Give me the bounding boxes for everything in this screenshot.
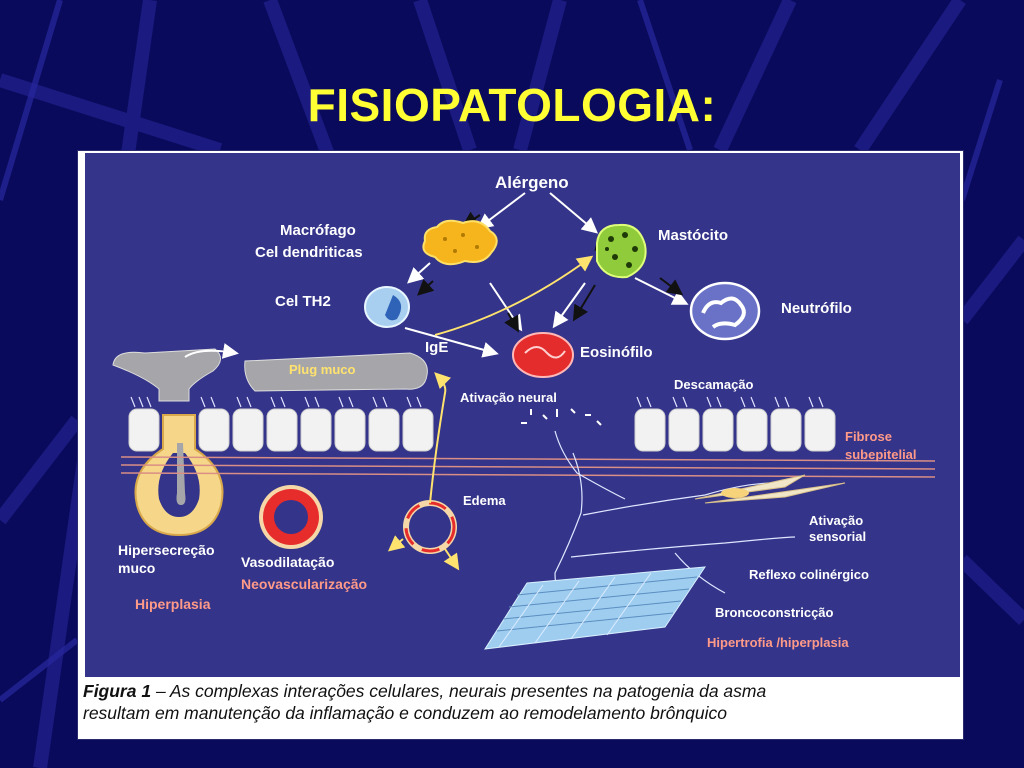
slide-title: FISIOPATOLOGIA: <box>307 79 717 131</box>
caption-line-1: – As complexas interações celulares, neu… <box>151 681 767 701</box>
label-hipersecrecao: Hipersecreção <box>118 542 215 558</box>
eosinofilo-cell <box>512 332 574 378</box>
epithelium-right <box>634 408 836 452</box>
caption-line-2: resultam em manutenção da inflamação e c… <box>83 703 727 723</box>
cilia-left <box>130 396 422 408</box>
label-ativacao-neural: Ativação neural <box>460 390 557 405</box>
epithelium-left <box>128 408 434 452</box>
label-broncoconstriccao: Broncoconstricção <box>715 605 834 620</box>
vessel <box>259 485 323 549</box>
figure-caption: Figura 1 – As complexas interações celul… <box>83 680 958 724</box>
label-plug-muco: Plug muco <box>289 362 356 377</box>
label-ige: IgE <box>425 339 448 356</box>
fibroblast <box>694 474 846 504</box>
label-cel-dendriticas: Cel dendriticas <box>255 244 363 261</box>
mastocito-cell <box>596 223 647 279</box>
plug-muco <box>244 352 428 392</box>
neural-sparks <box>521 408 602 426</box>
cel-th2-cell <box>364 286 410 328</box>
label-reflexo-colinergico: Reflexo colinérgico <box>749 567 869 582</box>
mucus-gland <box>112 348 221 402</box>
figure: Alérgeno Macrófago Cel dendriticas Mastó… <box>77 150 964 740</box>
label-mastocito: Mastócito <box>658 227 728 244</box>
label-hipertrofia: Hipertrofia /hiperplasia <box>707 635 849 650</box>
label-alergeno: Alérgeno <box>495 173 569 192</box>
ige-arrow <box>434 255 594 336</box>
label-neovascularizacao: Neovascularização <box>241 576 367 592</box>
label-ativacao: Ativação <box>809 513 863 528</box>
label-descamacao: Descamação <box>674 377 754 392</box>
label-vasodilatacao: Vasodilatação <box>241 554 334 570</box>
cilia-right <box>636 396 824 408</box>
label-eosinofilo: Eosinófilo <box>580 344 653 361</box>
caption-prefix: Figura 1 <box>83 681 152 701</box>
label-neutrofilo: Neutrófilo <box>781 300 852 317</box>
label-subepitelial: subepitelial <box>845 447 917 462</box>
neutrofilo-cell <box>689 281 761 341</box>
asthma-pathophysiology-diagram: Alérgeno Macrófago Cel dendriticas Mastó… <box>85 153 960 677</box>
label-edema: Edema <box>463 493 506 508</box>
label-cel-th2: Cel TH2 <box>275 293 331 310</box>
label-macrofago: Macrófago <box>280 222 356 239</box>
label-fibrose: Fibrose <box>845 429 892 444</box>
label-hiperplasia: Hiperplasia <box>135 596 211 612</box>
edema-vessel <box>387 372 460 571</box>
label-muco: muco <box>118 560 155 576</box>
smooth-muscle <box>484 566 706 650</box>
label-sensorial: sensorial <box>809 529 866 544</box>
macrofago-cell <box>422 219 498 266</box>
